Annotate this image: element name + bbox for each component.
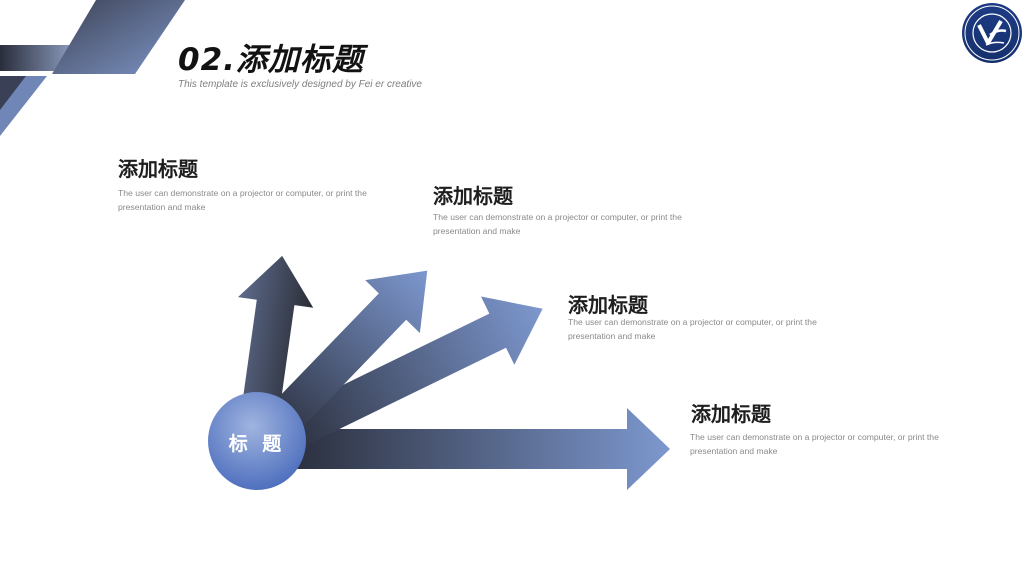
item-4-desc: The user can demonstrate on a projector … xyxy=(690,432,939,456)
item-2-desc: The user can demonstrate on a projector … xyxy=(433,212,682,236)
arrow-up-right-low xyxy=(246,296,543,467)
item-3-desc: The user can demonstrate on a projector … xyxy=(568,317,817,341)
item-4-title: 添加标题 xyxy=(691,402,771,426)
hub-label: 标 题 xyxy=(228,432,286,455)
arrow-right xyxy=(255,408,670,490)
item-1-title: 添加标题 xyxy=(118,157,198,181)
university-emblem-icon xyxy=(962,3,1022,63)
item-3-title: 添加标题 xyxy=(568,293,648,317)
item-2-title: 添加标题 xyxy=(433,184,513,208)
corner-decoration xyxy=(0,0,185,136)
page-subtitle: This template is exclusively designed by… xyxy=(178,79,422,90)
item-1-desc: The user can demonstrate on a projector … xyxy=(118,188,367,212)
hub-circle xyxy=(208,392,306,490)
page-title: 02.添加标题 xyxy=(178,42,364,78)
